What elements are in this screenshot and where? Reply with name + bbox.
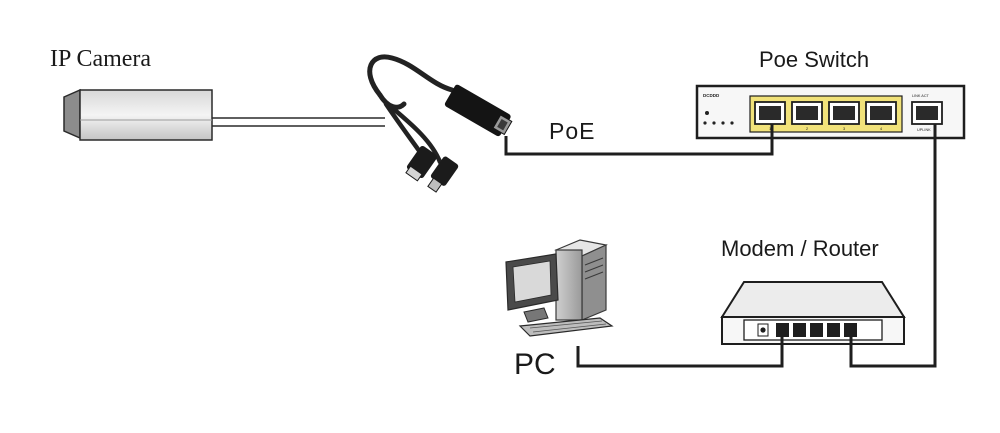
switch-brand-text: DCDDD xyxy=(703,93,720,98)
ip-camera-label: IP Camera xyxy=(50,46,152,72)
port-number-2: 2 xyxy=(806,127,808,131)
pc-icon xyxy=(505,239,614,337)
port-number-4: 4 xyxy=(880,127,882,131)
pc-label: PC xyxy=(514,348,556,381)
switch-link-act-text: LINK ACT xyxy=(912,94,930,98)
poe-cable-line xyxy=(504,124,774,156)
modem-router-icon xyxy=(720,281,906,345)
poe-label: PoE xyxy=(549,118,596,144)
poe-port-icon xyxy=(754,101,786,125)
uplink-cable-line xyxy=(849,124,937,368)
pc-cable-line xyxy=(576,337,784,368)
poe-port-icon xyxy=(791,101,823,125)
port-number-3: 3 xyxy=(843,127,845,131)
modem-router-label: Modem / Router xyxy=(721,236,879,261)
uplink-port-icon xyxy=(911,101,943,125)
port-number-1: 1 xyxy=(769,127,771,131)
poe-injector-icon xyxy=(367,54,513,193)
ip-camera-icon xyxy=(63,88,385,141)
switch-uplink-text: UPLINK xyxy=(917,128,931,132)
poe-switch-icon: DCDDD LINK ACT UPLINK 1 2 3 4 xyxy=(695,84,966,140)
poe-switch-label: Poe Switch xyxy=(759,47,870,72)
poe-port-icon xyxy=(865,101,897,125)
poe-port-icon xyxy=(828,101,860,125)
